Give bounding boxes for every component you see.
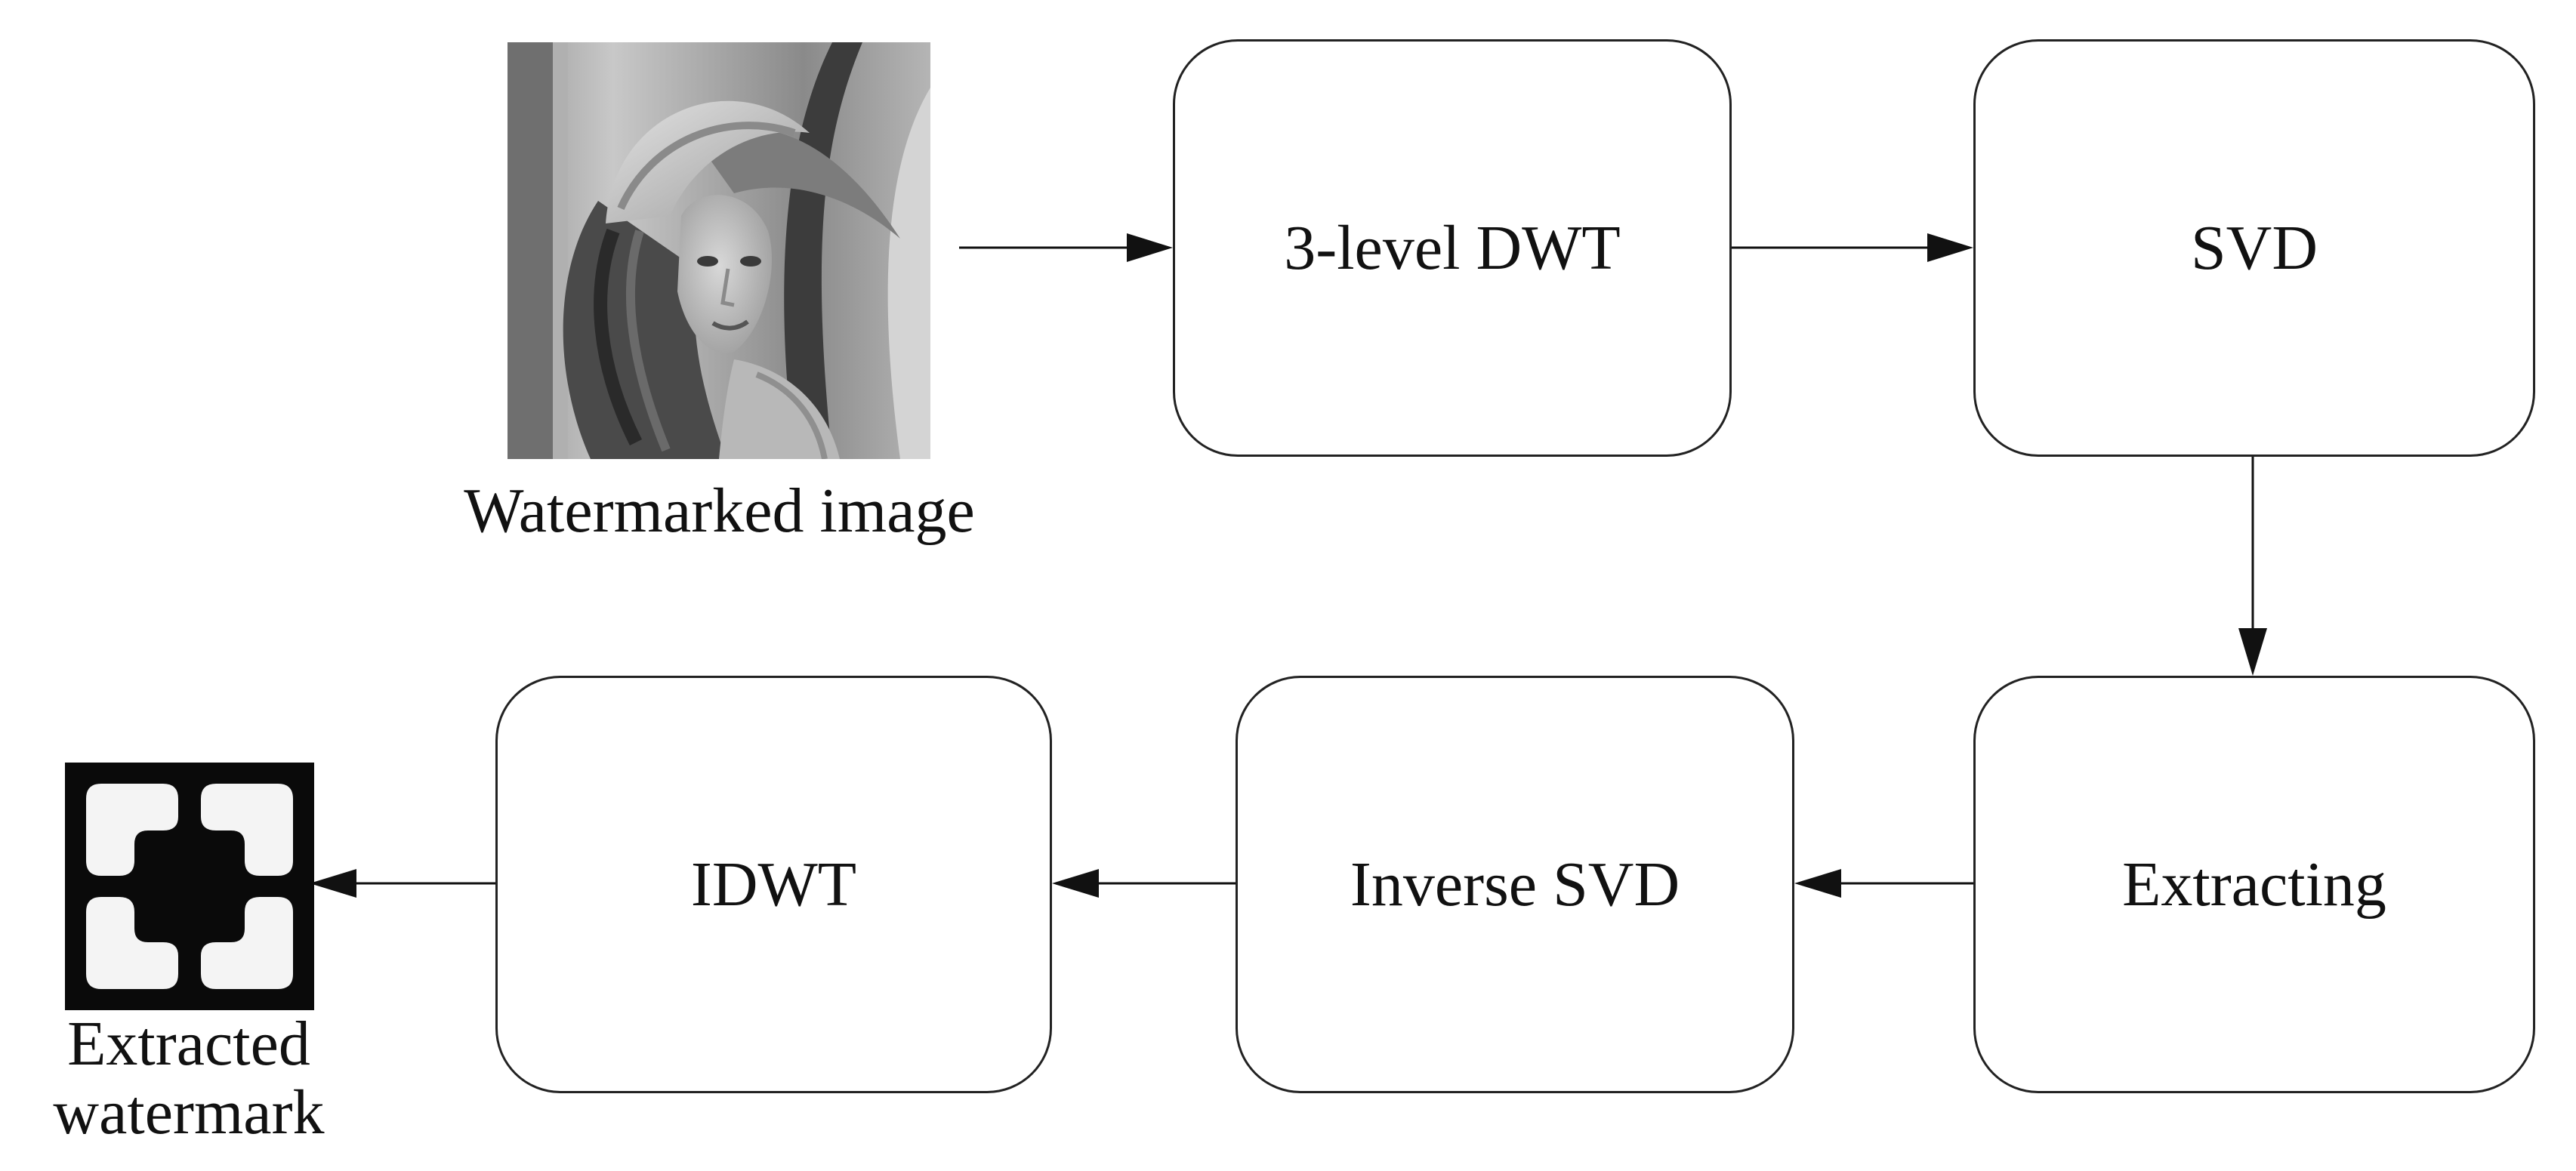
extracted-watermark-caption-line1: Extracted [67,1009,310,1079]
step-3-level-dwt: 3-level DWT [1173,39,1732,457]
watermarked-image [507,42,930,459]
extracted-watermark-image [65,763,314,1010]
step-inverse-svd: Inverse SVD [1236,676,1794,1093]
watermarked-image-caption: Watermarked image [464,476,975,546]
step-svd-label: SVD [2190,212,2318,283]
extracted-watermark-caption: Extracted watermark [23,1009,355,1148]
arrow-dwt-to-svd [1732,233,1973,262]
step-idwt: IDWT [495,676,1052,1093]
arrow-svd-to-extracting [2238,457,2267,676]
step-inverse-svd-label: Inverse SVD [1350,849,1680,920]
extracted-watermark-caption-line2: watermark [53,1077,325,1148]
step-3-level-dwt-label: 3-level DWT [1284,212,1621,283]
step-extracting: Extracting [1973,676,2535,1093]
step-svd: SVD [1973,39,2535,457]
arrow-idwt-to-watermark [310,869,496,898]
arrow-extracting-to-inverse-svd [1794,869,1975,898]
step-extracting-label: Extracting [2122,849,2386,920]
arrow-inverse-svd-to-idwt [1052,869,1237,898]
step-idwt-label: IDWT [690,849,857,920]
portrait-photo [507,42,930,459]
watermark-logo [65,763,314,1010]
arrow-image-to-dwt [959,233,1173,262]
